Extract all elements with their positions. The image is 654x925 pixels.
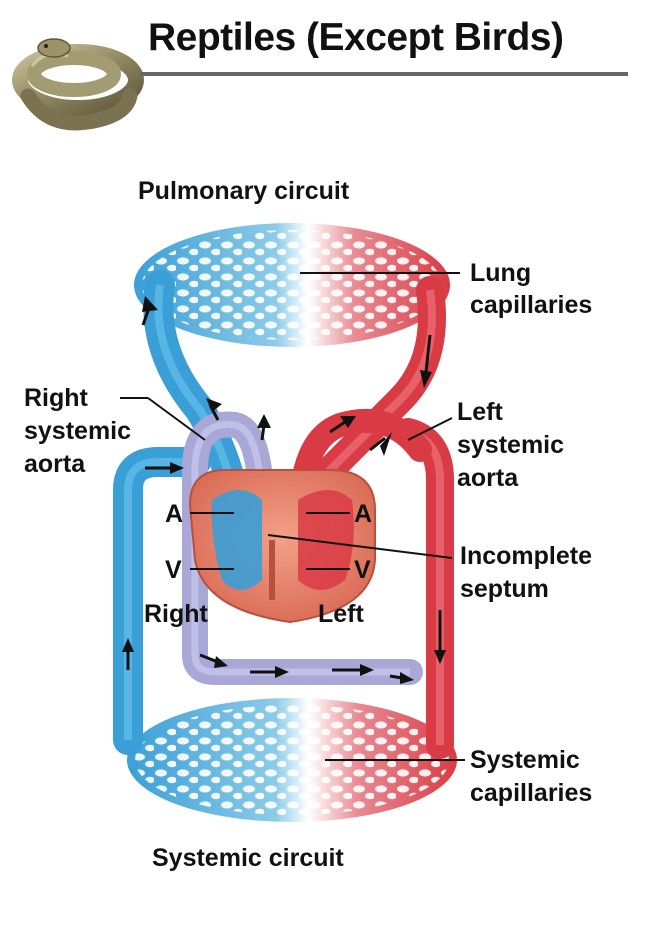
systemic-circuit-label: Systemic circuit <box>152 844 344 872</box>
left-side-label: Left <box>318 600 364 628</box>
right-side-label: Right <box>144 600 208 628</box>
pulmonary-circuit-label: Pulmonary circuit <box>138 177 350 205</box>
lung-capillaries-label-line1: Lung <box>470 259 532 287</box>
systemic-capillary-bed <box>127 698 457 822</box>
right-atrium-label: A <box>165 500 184 528</box>
left-systemic-aorta-label-line1: Left <box>457 398 503 426</box>
right-systemic-aorta-label-line3: aorta <box>24 450 86 478</box>
right-ventricle-label: V <box>165 556 182 584</box>
page-title: Reptiles (Except Birds) <box>148 16 564 59</box>
title-divider <box>140 72 628 76</box>
right-systemic-aorta-label-line1: Right <box>24 384 88 412</box>
left-ventricle-label: V <box>354 556 371 584</box>
leader-left-systemic-aorta <box>407 417 453 441</box>
lung-capillary-bed <box>134 223 450 347</box>
left-atrium-label: A <box>354 500 373 528</box>
leader-incomplete-septum <box>267 534 453 559</box>
incomplete-septum-label-line2: septum <box>460 575 549 603</box>
leader-right-systemic-aorta <box>147 397 206 441</box>
systemic-capillaries-label-line1: Systemic <box>470 746 580 774</box>
left-systemic-aorta-label-line3: aorta <box>457 464 519 492</box>
lung-capillaries-label-line2: capillaries <box>470 291 593 319</box>
heart <box>188 469 376 624</box>
incomplete-septum-label-line1: Incomplete <box>460 542 592 570</box>
left-systemic-aorta-label-line2: systemic <box>457 431 565 459</box>
snake-icon <box>8 18 148 143</box>
systemic-capillaries-label-line2: capillaries <box>470 779 593 807</box>
right-systemic-aorta-label-line2: systemic <box>24 417 132 445</box>
